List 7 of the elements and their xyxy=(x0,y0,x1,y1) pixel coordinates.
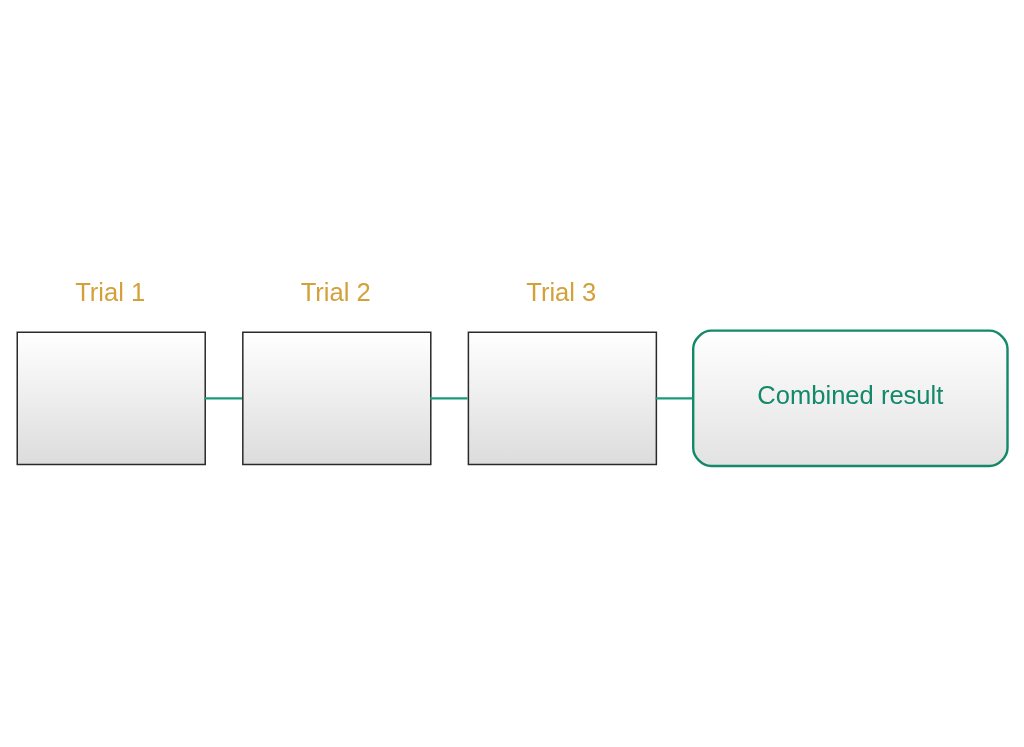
node-label: Trial 1 xyxy=(75,278,146,307)
connector xyxy=(204,397,243,400)
node-label: Trial 2 xyxy=(300,278,371,307)
node-box: Combined result xyxy=(692,329,1009,468)
connector xyxy=(655,397,693,400)
connector xyxy=(430,397,468,400)
node-label: Trial 3 xyxy=(526,278,597,307)
